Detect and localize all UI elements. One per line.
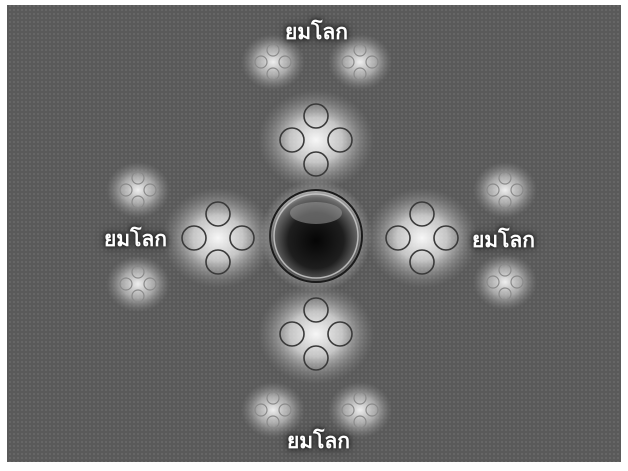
ring-cluster-top (258, 90, 374, 190)
small-cluster-right-bottom (473, 254, 537, 310)
ring-cluster-right (366, 188, 478, 288)
small-cluster-left-bottom (106, 256, 170, 312)
ring-cluster-bottom (258, 284, 374, 384)
label-top: ยมโลก (285, 22, 348, 43)
small-cluster-left-top (106, 162, 170, 218)
label-right: ยมโลก (472, 230, 535, 251)
label-left: ยมโลก (104, 229, 167, 250)
small-cluster-right-top (473, 162, 537, 218)
center-orb (260, 180, 372, 292)
label-bottom: ยมโลก (287, 431, 350, 452)
ring-cluster-left (162, 188, 274, 288)
